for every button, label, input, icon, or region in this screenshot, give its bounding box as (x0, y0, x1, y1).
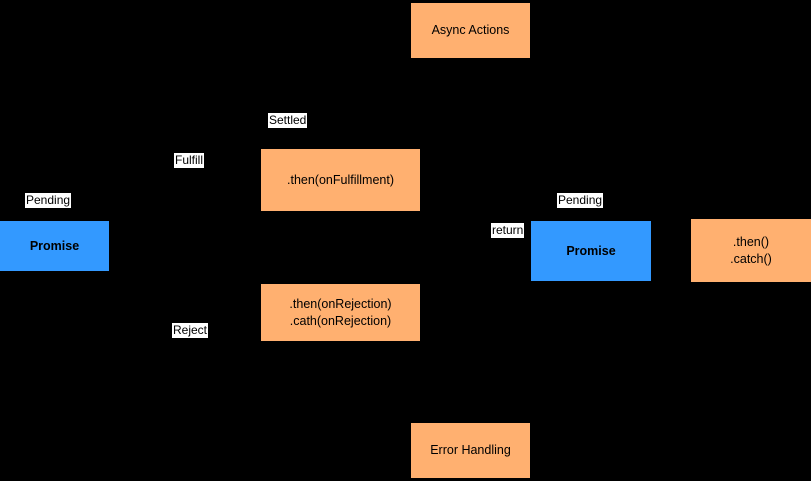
edge-label-settled: Settled (268, 113, 308, 128)
edge-promise-left-to-then-on-fulfillment (109, 179, 261, 247)
edge-label-reject: Reject (172, 323, 209, 338)
edge-label-pending-right: Pending (557, 193, 604, 208)
then-cath-on-rejection-node[interactable]: .then(onRejection) .cath(onRejection) (261, 284, 420, 341)
then-on-fulfillment-node[interactable]: .then(onFulfillment) (261, 149, 420, 211)
promise-right-node[interactable]: Promise (531, 221, 651, 281)
edge-then-on-fulfillment-to-async-actions (339, 29, 411, 149)
cath-on-rejection-label: .cath(onRejection) (289, 313, 392, 328)
edge-then-cath-on-rejection-to-error-handling (339, 341, 411, 451)
edge-label-return: return (491, 223, 525, 238)
async-actions-node[interactable]: Async Actions (411, 3, 530, 58)
then-call-label: .then() (732, 234, 770, 249)
error-handling-node[interactable]: Error Handling (411, 423, 530, 478)
promise-right-label: Promise (566, 243, 616, 258)
promise-left-node[interactable]: Promise (0, 221, 109, 271)
async-actions-label: Async Actions (431, 23, 510, 38)
edge-label-pending-left: Pending (25, 193, 72, 208)
error-handling-label: Error Handling (430, 443, 511, 458)
then-catch-node[interactable]: .then() .catch() (691, 219, 811, 282)
then-on-rejection-label: .then(onRejection) (289, 296, 392, 311)
then-on-fulfillment-label: .then(onFulfillment) (287, 172, 394, 187)
edge-label-fulfill: Fulfill (174, 153, 205, 168)
promise-left-label: Promise (29, 238, 80, 253)
catch-call-label: .catch() (730, 251, 772, 266)
edge-promise-left-to-then-cath-on-rejection (109, 245, 261, 313)
